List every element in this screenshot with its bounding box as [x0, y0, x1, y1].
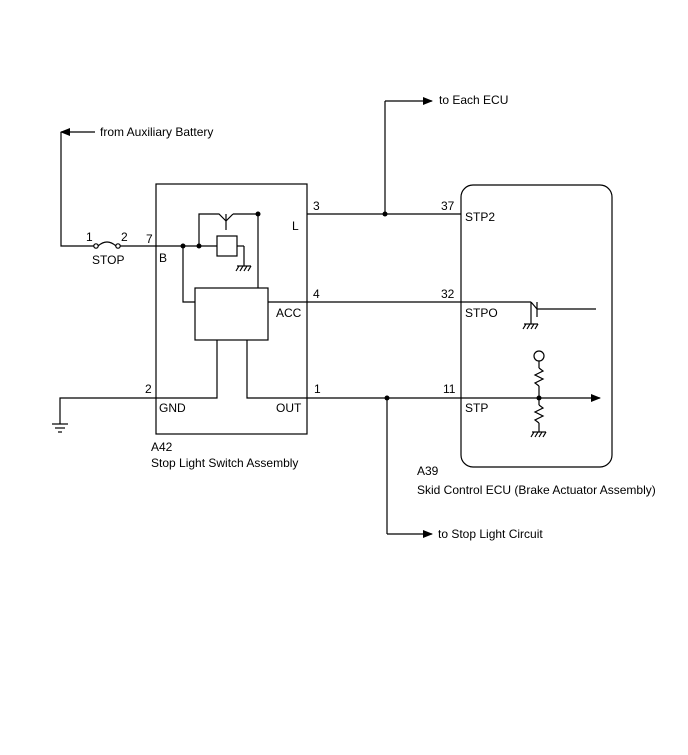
each-ecu-label: to Each ECU — [439, 93, 508, 107]
pin-2: 2 — [145, 382, 152, 396]
ecu-pin-32: 32 — [441, 287, 455, 301]
switch-assembly-box — [155, 183, 308, 435]
chassis-ground-icon — [235, 265, 252, 272]
switch-assembly-code: A42 — [151, 440, 173, 454]
pin-7: 7 — [146, 232, 153, 246]
wire-b-to-control — [182, 246, 195, 303]
ecu-code: A39 — [417, 464, 439, 478]
ecu-stpo-transistor-icon — [461, 301, 596, 324]
ecu-terminal-stpo: STPO — [465, 306, 498, 320]
pin-3: 3 — [313, 199, 320, 213]
wire-gnd-to-ground — [59, 397, 156, 424]
terminal-out: OUT — [276, 401, 302, 415]
wire-control-to-gnd — [156, 340, 218, 399]
switch-control-unit — [194, 287, 269, 341]
ground-icon — [52, 423, 68, 433]
junction-dot — [382, 211, 388, 217]
fuse-name: STOP — [92, 253, 124, 267]
pin-1: 1 — [314, 382, 321, 396]
wire-b-to-transistor — [198, 213, 211, 246]
terminal-l: L — [292, 219, 299, 233]
ecu-pulldown-resistor-icon — [533, 398, 545, 432]
stop-light-circuit-label: to Stop Light Circuit — [438, 527, 543, 541]
ecu-pin-11: 11 — [443, 382, 456, 396]
ecu-terminal-stp: STP — [465, 401, 488, 415]
aux-battery-label: from Auxiliary Battery — [100, 125, 213, 139]
ecu-box — [460, 184, 613, 468]
fuse-pin-1: 1 — [86, 230, 93, 244]
ecu-pullup-resistor-icon — [533, 350, 545, 398]
ecu-pin-37: 37 — [441, 199, 455, 213]
relay-icon — [216, 235, 245, 266]
fuse-icon — [93, 241, 121, 249]
switch-assembly-name: Stop Light Switch Assembly — [151, 456, 298, 470]
fuse-pin-2: 2 — [121, 230, 128, 244]
ecu-chassis-ground-2-icon — [530, 431, 547, 438]
junction-dot — [196, 243, 202, 249]
terminal-acc: ACC — [276, 306, 302, 320]
junction-dot — [255, 211, 261, 217]
terminal-gnd: GND — [159, 401, 186, 415]
junction-dot — [180, 243, 186, 249]
ecu-terminal-stp2: STP2 — [465, 210, 495, 224]
wire-control-to-out — [246, 340, 307, 399]
junction-dot — [536, 395, 542, 401]
ecu-name: Skid Control ECU (Brake Actuator Assembl… — [417, 483, 656, 497]
ecu-chassis-ground-icon — [522, 323, 539, 330]
junction-dot — [384, 395, 390, 401]
pin-4: 4 — [313, 287, 320, 301]
terminal-b: B — [159, 251, 167, 265]
transistor-icon — [211, 213, 258, 230]
wire-battery-to-fuse — [60, 132, 94, 247]
